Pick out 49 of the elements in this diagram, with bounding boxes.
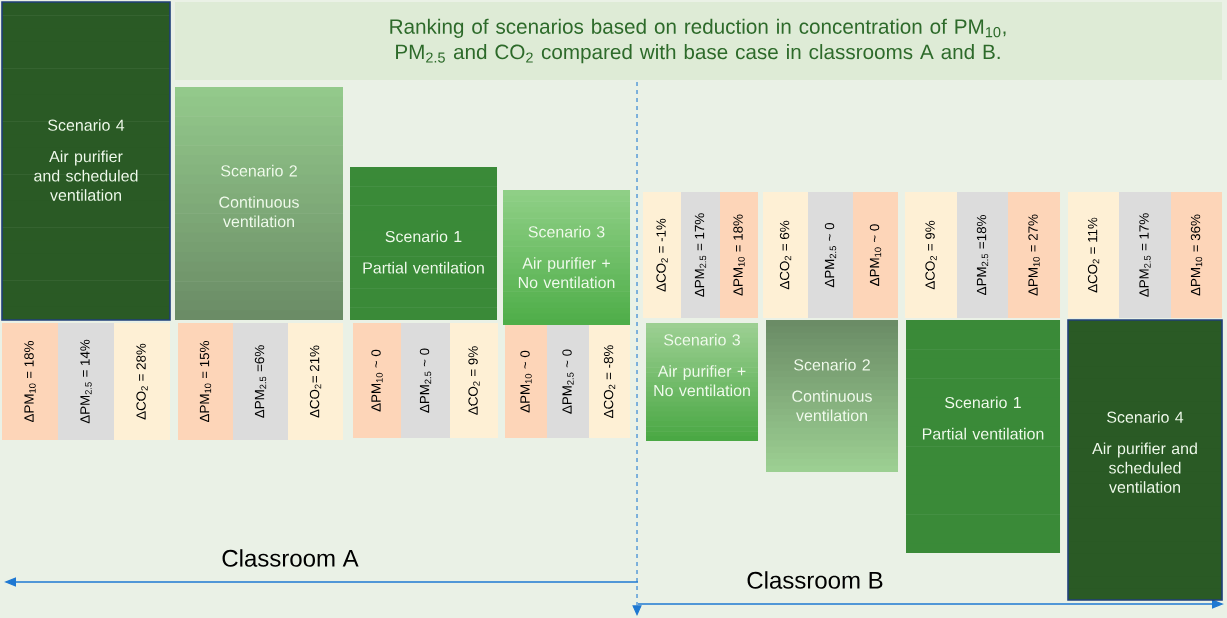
value-cell: ΔCO$_{2}$ = -8% [589, 325, 630, 438]
value-cell: ΔPM$_{10}$ ~ 0 [353, 323, 401, 438]
value-cell: ΔPM$_{10}$ ~ 0 [505, 325, 547, 438]
value-cell: ΔPM$_{10}$ = 18% [2, 323, 58, 440]
value-cell: ΔPM$_{10}$ = 18% [720, 192, 758, 318]
value-cell: ΔCO$_{2}$ = 9% [450, 323, 498, 438]
node-label: Scenario 3 [528, 225, 605, 238]
value-cell: ΔPM$_{2.5}$ = 14% [58, 323, 114, 440]
node-label: Scenario 1 [385, 230, 462, 243]
value-cell: ΔPM$_{2.5}$ ~ 0 [401, 323, 450, 438]
node-label: Air purifier + [522, 257, 610, 273]
value-cell: ΔPM$_{2.5}$ ~ 0 [808, 192, 853, 318]
scenario-box: Scenario 2 Continuous ventilation [175, 87, 343, 320]
node-label: Scenario 2 [794, 358, 870, 371]
value-cell: ΔPM$_{2.5}$ =6% [233, 323, 288, 440]
node-label: Continuous ventilation [792, 390, 872, 422]
node-label: Continuous [219, 196, 299, 208]
node-label: ventilation [223, 215, 294, 228]
section-label: Classroom B [747, 571, 883, 589]
scenario-box: Scenario 4 Air purifier and scheduled ventilation [1067, 319, 1223, 601]
node-label: Scenario 2 [221, 164, 297, 177]
value-cell: ΔPM$_{10}$ = 36% [1171, 192, 1222, 318]
value-cell: ΔPM$_{2.5}$ = 17% [1119, 192, 1171, 318]
node-label: Partial ventilation [363, 261, 484, 274]
node-label: No ventilation [518, 276, 615, 289]
value-cell: ΔPM$_{10}$ = 27% [1008, 192, 1060, 318]
value-cell: ΔPM$_{2.5}$ = 17% [681, 192, 720, 318]
scenario-box: Scenario 3 Air purifier + No ventilation [503, 190, 630, 325]
node-label: Scenario 1 [945, 396, 1021, 409]
value-cell: ΔCO$_{2}$ = 28% [114, 323, 170, 440]
value-cell: ΔCO$_{2}$ = 9% [905, 192, 957, 318]
scenario-box: Scenario 4 Air purifier and scheduled ventilation [1, 1, 171, 321]
value-cell: ΔCO$_{2}$ = -1% [643, 192, 681, 318]
node-label: Partial ventilation [922, 427, 1044, 440]
value-cell: ΔPM$_{2.5}$ =18% [957, 192, 1008, 318]
scenario-box: Scenario 3 Air purifier + No ventilation [646, 323, 758, 441]
section-label: Classroom A [222, 549, 359, 567]
value-cell: ΔCO$_{2}$= 21% [288, 323, 343, 440]
value-cell: ΔPM$_{10}$ = 15% [178, 323, 233, 440]
value-cell: ΔCO$_{2}$ = 11% [1068, 192, 1119, 318]
node-label: Air purifier + No ventilation [654, 365, 750, 397]
title-banner: Ranking of scenarios based on reduction in concentration of PM$_{10}$, PM$_{2.5}$ and CO$_{2}$ compared with base case in classrooms A and B. [175, 2, 1222, 80]
value-cell: ΔCO$_{2}$ = 6% [763, 192, 808, 318]
node-label: Scenario 3 [664, 333, 740, 346]
scenario-box: Scenario 1 Partial ventilation [350, 167, 497, 320]
scenario-box: Scenario 2 Continuous ventilation [766, 320, 898, 472]
value-cell: ΔPM$_{10}$ ~ 0 [853, 192, 898, 318]
scenario-box: Scenario 1 Partial ventilation [906, 320, 1060, 553]
value-cell: ΔPM$_{2.5}$ ~ 0 [547, 325, 589, 438]
